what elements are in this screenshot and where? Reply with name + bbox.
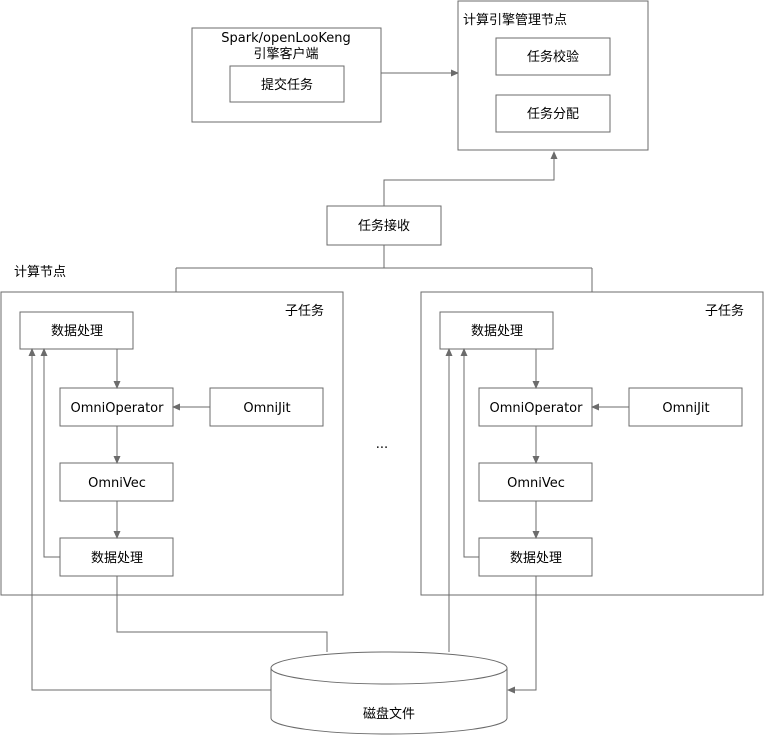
client-title-line1: Spark/openLooKeng (221, 31, 350, 46)
task-assignment-label: 任务分配 (527, 106, 579, 122)
manager-title: 计算引擎管理节点 (463, 13, 567, 28)
omnijit-box (628, 387, 743, 427)
arrow-dp-loop (40, 348, 60, 558)
subtask-title: 子任务 (285, 303, 324, 319)
disk-label: 磁盘文件 (363, 706, 415, 722)
omnioperator-label: OmniOperator (71, 401, 165, 416)
arrow-disk-to-left-dp (28, 348, 271, 691)
data-processing-bottom-box (59, 537, 174, 577)
data-processing-top-label: 数据处理 (51, 324, 103, 339)
data-processing-bottom-label: 数据处理 (91, 551, 143, 566)
omnioperator-box (59, 387, 174, 427)
data-processing-top-box (19, 311, 134, 350)
engine-client: Spark/openLooKeng 引擎客户端 提交任务 (191, 27, 382, 123)
task-validation-label: 任务校验 (527, 49, 579, 65)
omnivec-label: OmniVec (507, 476, 565, 491)
data-processing-top-label: 数据处理 (471, 324, 523, 339)
omnioperator-label: OmniOperator (490, 401, 584, 416)
data-processing-bottom-label: 数据处理 (510, 551, 562, 566)
omnijit-label: OmniJit (662, 401, 709, 416)
subtask-right: 子任务 数据处理 OmniOperator OmniJit OmniVec 数据… (420, 291, 764, 596)
client-title-line2: 引擎客户端 (253, 46, 318, 62)
task-validation-box (495, 37, 611, 76)
arrow-manager-receive (380, 151, 558, 213)
task-receive-label: 任务接收 (358, 218, 410, 234)
line-left-dp-to-disk (116, 576, 328, 652)
arrow-dp-loop (460, 348, 479, 558)
engine-manager-node: 计算引擎管理节点 任务校验 任务分配 (457, 0, 649, 151)
submit-task-box (229, 65, 345, 103)
task-assignment-box (495, 94, 611, 133)
branch-connector (175, 245, 593, 292)
compute-node-label: 计算节点 (14, 265, 66, 280)
omnivec-label: OmniVec (88, 476, 146, 491)
omnivec-box (478, 462, 593, 502)
subtask-title: 子任务 (705, 303, 744, 319)
omnijit-box (209, 387, 324, 427)
ellipsis: ... (376, 437, 388, 452)
subtask-left: 子任务 数据处理 OmniOperator OmniJit OmniVec 数据… (0, 291, 344, 596)
omnivec-box (59, 462, 174, 502)
omnijit-label: OmniJit (243, 401, 290, 416)
submit-task-label: 提交任务 (261, 77, 313, 93)
data-processing-top-box (439, 311, 554, 350)
task-receive: 任务接收 (326, 205, 442, 246)
arrow-right-dp-to-disk (507, 576, 537, 694)
disk-file-cylinder: 磁盘文件 (270, 651, 508, 735)
